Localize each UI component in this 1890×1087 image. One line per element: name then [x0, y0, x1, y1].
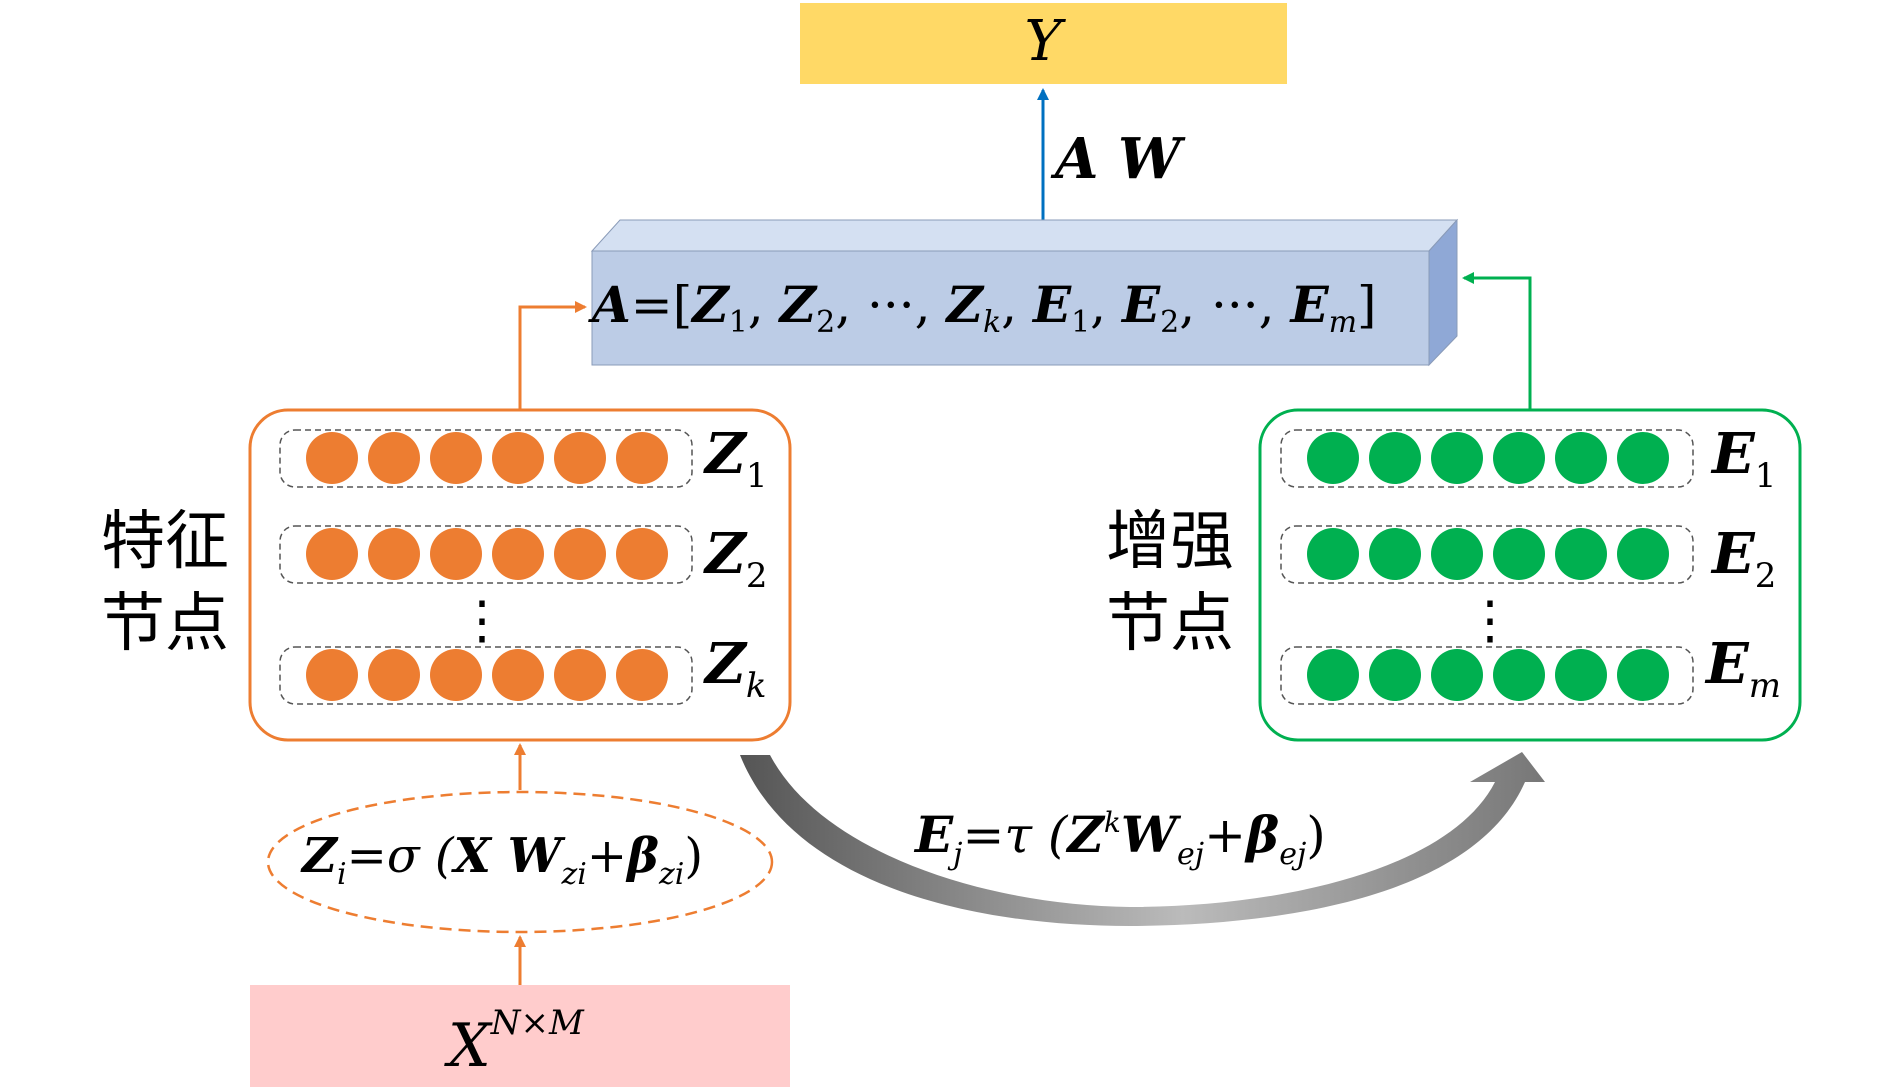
feature-mapping-ellipse	[266, 790, 774, 934]
input-node: XN×M	[250, 985, 790, 1087]
feature-nodes	[306, 432, 668, 701]
feature-row-2-label: Z2	[703, 521, 768, 596]
enhance-node-circle	[1369, 528, 1421, 580]
enhance-node-circle	[1617, 432, 1669, 484]
feature-node-circle	[430, 528, 482, 580]
feature-to-concat-arrow	[518, 301, 587, 410]
feature-node-circle	[554, 432, 606, 484]
enhance-node-circle	[1493, 432, 1545, 484]
enhance-group-title-2: 节点	[1106, 587, 1234, 661]
feature-node-circle	[616, 528, 668, 580]
feature-row-2-frame	[279, 525, 693, 584]
enhance-row-1-frame	[1280, 429, 1694, 488]
enhance-vdots: ⋮	[1464, 591, 1516, 651]
feature-node-circle	[430, 649, 482, 701]
feature-node-circle	[492, 649, 544, 701]
input-box	[250, 985, 790, 1087]
enhance-row-m-label: Em	[1704, 631, 1781, 706]
feature-node-circle	[306, 432, 358, 484]
enhance-group-border	[1258, 408, 1802, 742]
feature-node-circle	[616, 432, 668, 484]
feature-formula: Zi=σ (X Wzi+βzi)	[300, 828, 703, 892]
enhance-node-circle	[1369, 432, 1421, 484]
enhance-row-1-label: E1	[1710, 421, 1776, 496]
feature-node-group: ⋮ Z1 Z2 Zk	[248, 408, 792, 742]
feature-group-title-2: 节点	[101, 587, 229, 661]
feature-node-circle	[368, 432, 420, 484]
feature-vdots: ⋮	[456, 591, 508, 651]
enhance-formula: Ej=τ (ZkWej+βej)	[913, 805, 1326, 872]
enhance-node-circle	[1555, 649, 1607, 701]
feature-row-1-label: Z1	[703, 421, 768, 496]
enhance-node-circle	[1307, 432, 1359, 484]
feature-group-title-1: 特征	[101, 505, 229, 579]
output-weight-label: A W	[1050, 126, 1186, 192]
enhance-node-circle	[1431, 432, 1483, 484]
output-node: Y	[800, 3, 1287, 84]
enhance-row-m-frame	[1280, 646, 1694, 705]
enhance-node-circle	[1307, 649, 1359, 701]
enhance-node-circle	[1369, 649, 1421, 701]
feature-node-circle	[368, 528, 420, 580]
enhance-row-2-frame	[1280, 525, 1694, 584]
output-label: Y	[1025, 9, 1067, 74]
feature-mapping-node: Zi=σ (X Wzi+βzi)	[266, 790, 774, 934]
enhance-node-circle	[1307, 528, 1359, 580]
feature-group-border	[248, 408, 792, 742]
concat-front-face	[591, 250, 1430, 366]
enhance-group-title-1: 增强	[1106, 505, 1234, 579]
feature-row-1-frame	[279, 429, 693, 488]
enhance-node-circle	[1555, 528, 1607, 580]
concat-top-face	[590, 219, 1459, 252]
enhance-node-circle	[1617, 528, 1669, 580]
enhance-node-circle	[1431, 528, 1483, 580]
feature-node-circle	[306, 649, 358, 701]
enhance-node-group: ⋮ E1 E2 Em	[1258, 408, 1802, 742]
feature-node-circle	[492, 432, 544, 484]
enhance-node-circle	[1555, 432, 1607, 484]
feature-node-circle	[554, 649, 606, 701]
feature-row-k-label: Zk	[703, 631, 767, 706]
feature-node-circle	[368, 649, 420, 701]
output-box	[800, 3, 1287, 84]
feature-node-circle	[616, 649, 668, 701]
input-label: XN×M	[444, 1003, 585, 1081]
feature-node-circle	[554, 528, 606, 580]
enhance-node-circle	[1617, 649, 1669, 701]
feature-node-circle	[492, 528, 544, 580]
concat-formula: A=[Z1, Z2, ···, Zk, E1, E2, ···, Em]	[588, 275, 1377, 340]
feature-node-circle	[430, 432, 482, 484]
concat-layer: A=[Z1, Z2, ···, Zk, E1, E2, ···, Em]	[588, 218, 1459, 367]
enhance-row-2-label: E2	[1710, 521, 1776, 596]
enhance-node-circle	[1493, 649, 1545, 701]
enhance-node-circle	[1431, 649, 1483, 701]
enhance-node-circle	[1493, 528, 1545, 580]
enhance-to-concat-arrow	[1462, 272, 1532, 410]
feature-row-k-frame	[279, 646, 693, 705]
enhance-nodes	[1307, 432, 1669, 701]
feature-to-enhance-curve-arrow	[740, 752, 1545, 926]
feature-node-circle	[306, 528, 358, 580]
